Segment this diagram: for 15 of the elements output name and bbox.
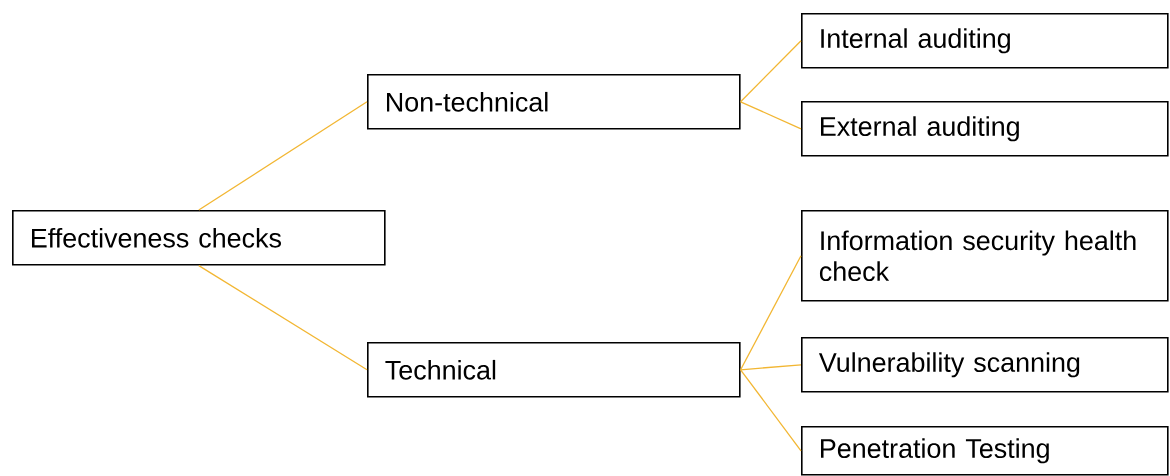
box: Non-technical: [367, 74, 741, 130]
box: External auditing: [801, 101, 1169, 157]
box: Information security health check: [801, 210, 1169, 302]
connector-line: [739, 101, 802, 130]
box: Effectiveness checks: [12, 210, 386, 266]
connector-line: [198, 264, 368, 371]
connector-line: [198, 101, 368, 211]
connector-line: [739, 369, 802, 452]
connector-line: [739, 40, 802, 103]
box: Technical: [367, 342, 741, 398]
box: Internal auditing: [801, 13, 1169, 69]
connector-line: [739, 364, 802, 371]
box: Vulnerability scanning: [801, 337, 1169, 393]
box: Penetration Testing: [801, 426, 1169, 476]
connector-line: [739, 255, 802, 371]
